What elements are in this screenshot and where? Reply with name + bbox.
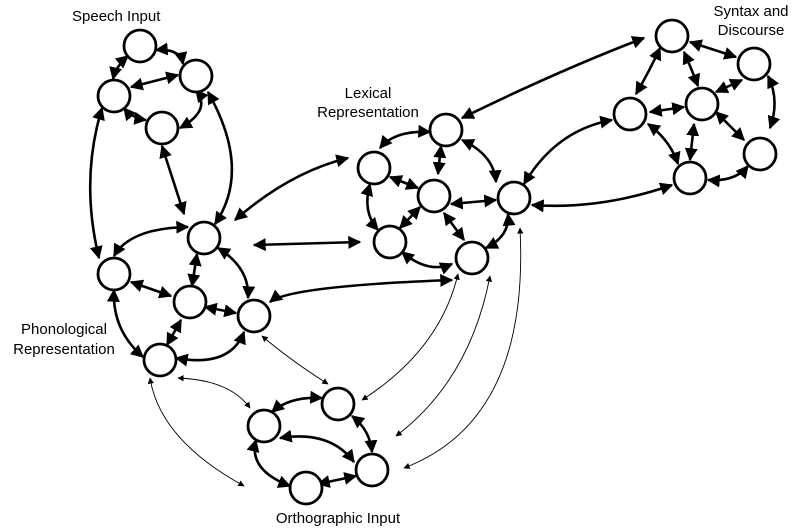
edge <box>271 390 324 413</box>
edge <box>399 206 421 229</box>
edge <box>316 472 358 488</box>
node <box>96 78 132 114</box>
node <box>654 18 690 54</box>
node <box>684 86 720 122</box>
edge <box>122 106 148 125</box>
node <box>356 150 392 186</box>
node <box>736 46 772 82</box>
edge <box>442 211 466 242</box>
syntax-label-line2: Discourse <box>718 22 785 39</box>
edge <box>648 102 686 117</box>
node <box>144 110 180 146</box>
edge <box>234 154 350 221</box>
node <box>172 284 208 320</box>
edge <box>246 438 292 488</box>
syntax-label-line1: Syntax and <box>713 3 788 20</box>
edge <box>177 375 251 409</box>
node <box>672 160 708 196</box>
lexical-label-line2: Representation <box>317 104 419 121</box>
edge <box>682 50 700 88</box>
node <box>246 408 282 444</box>
node <box>236 298 272 334</box>
edge <box>165 318 183 347</box>
edge <box>379 124 432 149</box>
lexical-representation-group <box>356 112 532 276</box>
node <box>320 386 356 422</box>
edge <box>715 111 745 141</box>
edge <box>350 414 378 454</box>
edge <box>714 78 744 94</box>
node <box>354 452 390 488</box>
node <box>372 224 408 260</box>
speech-input-label: Speech Input <box>72 8 161 25</box>
speech-input-group <box>96 28 214 146</box>
edge <box>159 144 187 216</box>
edge <box>174 330 246 367</box>
node <box>186 220 222 256</box>
edge <box>688 39 738 60</box>
node <box>288 470 324 506</box>
edge <box>401 251 454 275</box>
node <box>122 28 158 64</box>
edge <box>88 106 105 260</box>
edge <box>129 279 173 299</box>
lexical-label-line1: Lexical <box>345 85 392 102</box>
node <box>428 112 464 148</box>
edge <box>106 288 144 358</box>
phonological-label-line2: Representation <box>13 341 115 358</box>
phonological-representation-group <box>96 220 272 378</box>
node <box>496 180 532 216</box>
edge <box>203 302 238 318</box>
edge <box>484 212 516 250</box>
node <box>142 342 178 378</box>
edge <box>395 275 493 437</box>
edge <box>361 273 460 401</box>
edge <box>403 227 524 469</box>
phonological-label-line1: Phonological <box>21 321 107 338</box>
edge <box>360 182 379 231</box>
edge <box>522 115 614 186</box>
edge <box>216 246 256 300</box>
edge <box>460 138 502 184</box>
edge <box>206 90 234 226</box>
node <box>612 96 648 132</box>
orthographic-input-label: Orthographic Input <box>276 510 401 527</box>
edge <box>109 55 129 81</box>
node <box>742 136 778 172</box>
edge <box>706 164 750 188</box>
edge <box>449 194 498 210</box>
node <box>416 178 452 214</box>
edge <box>684 122 700 162</box>
edge <box>112 220 190 258</box>
edge <box>432 144 447 176</box>
node <box>178 58 214 94</box>
edge <box>154 42 188 66</box>
edge <box>766 74 781 130</box>
syntax-and-discourse-group <box>612 18 778 196</box>
edge <box>634 46 662 96</box>
edge <box>147 377 245 487</box>
node <box>454 240 490 276</box>
edge <box>252 235 362 252</box>
edge <box>187 252 202 288</box>
edge <box>178 88 209 130</box>
orthographic-input-group <box>246 386 390 506</box>
edge-layer <box>88 36 781 488</box>
edge <box>530 182 674 213</box>
edge <box>129 71 180 91</box>
edge <box>388 175 420 190</box>
edge <box>261 335 329 385</box>
edge <box>460 36 646 120</box>
edge <box>268 273 454 304</box>
edge <box>646 122 681 166</box>
node <box>96 256 132 292</box>
edge <box>278 429 356 464</box>
